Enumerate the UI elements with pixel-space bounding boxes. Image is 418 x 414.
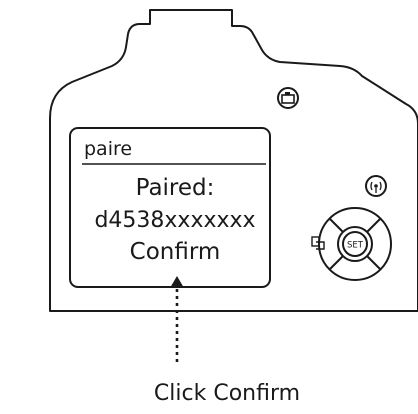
screen-line-paired: Paired: — [136, 175, 215, 201]
set-button-label: SET — [347, 241, 364, 251]
pointer-arrow — [170, 276, 184, 362]
screen-confirm-option[interactable]: Confirm — [130, 239, 221, 265]
dpad-divider-nw — [329, 218, 344, 233]
dpad-inner-ring — [337, 226, 373, 262]
dpad-divider-se — [366, 255, 381, 270]
top-button[interactable] — [277, 87, 299, 109]
lcd-screen — [69, 127, 271, 288]
set-button[interactable]: SET — [342, 231, 368, 257]
caption-label: Click Confirm — [154, 381, 300, 406]
dpad-outer-ring — [318, 207, 392, 281]
wireless-button[interactable] — [365, 175, 387, 197]
screen-line-device-id: d4538xxxxxxx — [94, 208, 255, 233]
camera-body-outline — [49, 9, 418, 312]
screen-header: paire — [84, 138, 132, 160]
playback-icon — [311, 236, 325, 250]
dpad-divider-sw — [329, 255, 344, 270]
pointer-arrow-head — [170, 276, 184, 288]
dpad[interactable]: SET — [318, 207, 392, 281]
dpad-divider-ne — [366, 218, 381, 233]
camera-icon — [281, 92, 295, 104]
wireless-icon — [370, 181, 382, 193]
